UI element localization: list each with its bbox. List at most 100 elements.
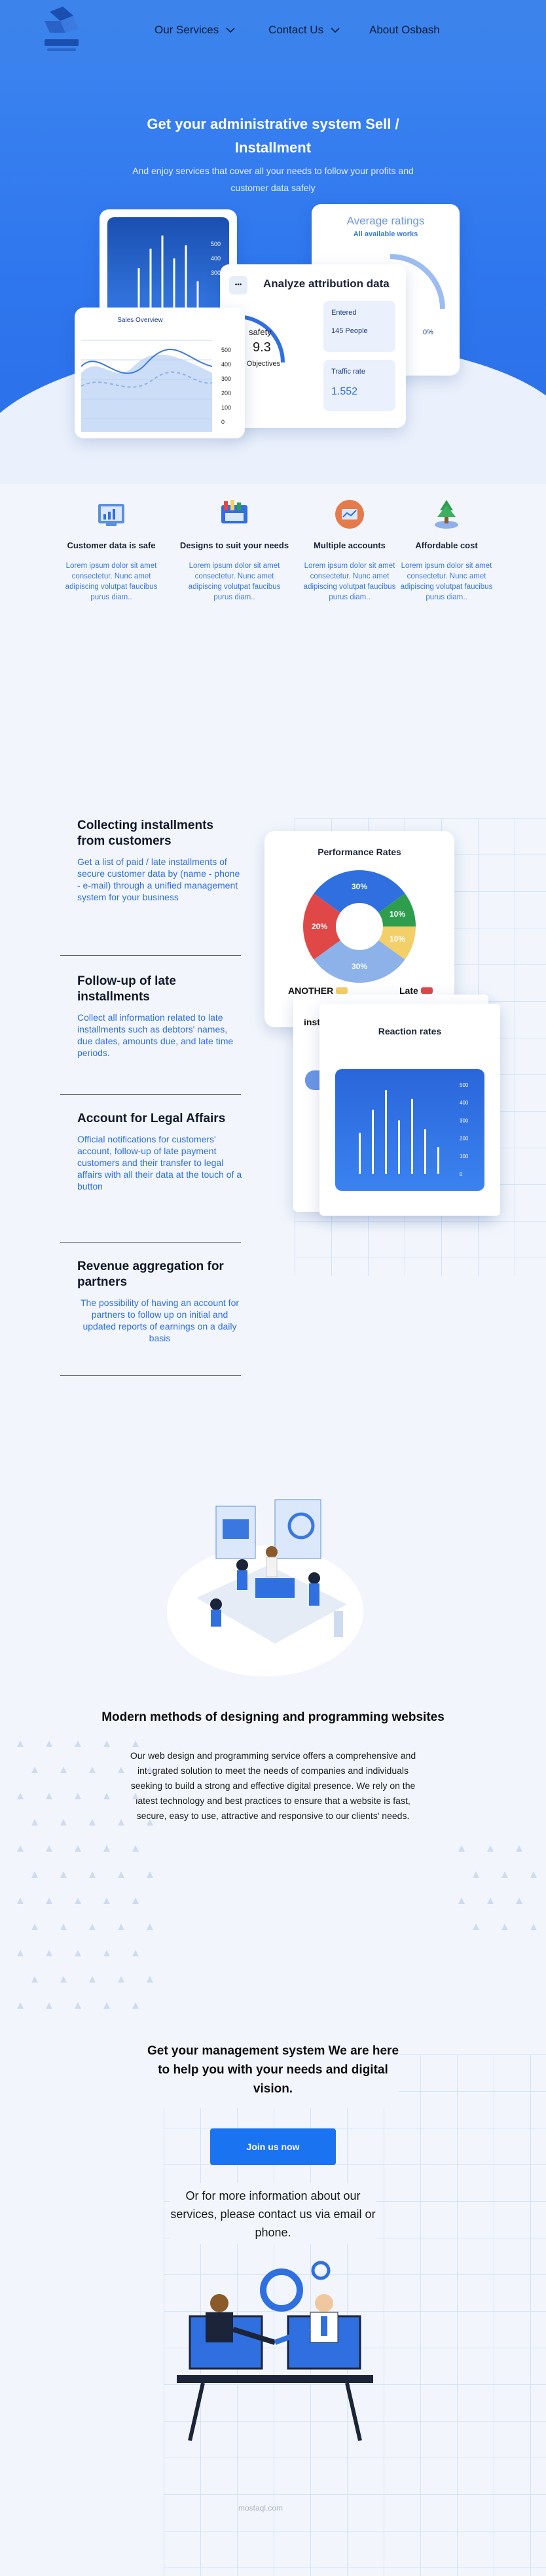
triangle-dot [147, 1819, 153, 1826]
triangle-dot [89, 1924, 96, 1930]
pie-slice [378, 893, 416, 926]
entered-label: Entered [331, 309, 357, 317]
triangle-dot [60, 1976, 67, 1983]
triangle-dot [103, 1793, 110, 1799]
nav-about[interactable]: About Osbash [369, 24, 440, 37]
triangle-dot [118, 1767, 124, 1773]
feature-title: Customer data is safe [67, 540, 156, 550]
triangle-dot [132, 1740, 139, 1747]
hero-title: Get your administrative system Sell / In… [147, 116, 399, 156]
sales-axis: 500 400 300 200 100 0 [221, 343, 231, 429]
join-us-button[interactable]: Join us now [210, 2128, 336, 2165]
follow-item-collecting: Collecting installments from customers G… [77, 818, 242, 903]
performance-pie-chart: 30%10%10%30%20% [303, 870, 416, 983]
triangle-dot [473, 1871, 479, 1878]
triangle-dot [17, 1793, 24, 1799]
triangle-dot [147, 1924, 153, 1930]
another-text: ANOTHER [288, 985, 334, 996]
reaction-bar [385, 1090, 387, 1174]
pie-label: 30% [352, 882, 367, 891]
triangle-dot [17, 1950, 24, 1956]
reaction-tick-label: 300 [460, 1118, 469, 1123]
nav-contact-label: Contact Us [268, 24, 324, 36]
item-title: Collecting installments from customers [77, 819, 213, 848]
pie-slice [314, 870, 405, 913]
triangle-dot [46, 2002, 52, 2009]
feature-text: Lorem ipsum dolor sit amet consectetur. … [188, 562, 281, 601]
triangle-dot [17, 1845, 24, 1852]
triangle-dot [501, 1924, 508, 1930]
triangle-dot [89, 1819, 96, 1826]
triangle-dot [132, 1950, 139, 1956]
triangle-dot [147, 1871, 153, 1878]
watermark: mostaql.com [238, 2503, 283, 2513]
item-text: Collect all information related to late … [77, 1012, 234, 1058]
nav-services-label: Our Services [155, 24, 219, 36]
legend-swatch [336, 987, 348, 994]
triangle-dot [60, 1871, 67, 1878]
another-label: ANOTHER [288, 985, 348, 996]
triangle-dot [89, 1767, 96, 1773]
traffic-value: 1.552 [331, 386, 358, 397]
reaction-tick-label: 0 [460, 1171, 463, 1177]
handshake-illustration [164, 2251, 386, 2447]
triangle-dot [17, 1897, 24, 1904]
feature-customer-data: Customer data is safe Lorem ipsum dolor … [52, 497, 170, 603]
pie-slice [378, 926, 416, 960]
legend-swatch [420, 987, 433, 994]
safety-label: safety [249, 327, 272, 337]
item-title: Account for Legal Affairs [77, 1112, 226, 1125]
triangle-dot [75, 1897, 81, 1904]
axis-tick: 200 [221, 390, 232, 397]
triangle-dot [516, 1897, 522, 1904]
feature-title: Multiple accounts [314, 540, 386, 550]
item-text: The possibility of having an account for… [80, 1297, 240, 1343]
nav-our-services[interactable]: Our Services [155, 24, 236, 37]
triangle-dot [132, 1845, 139, 1852]
triangle-dot [46, 1950, 52, 1956]
pie-slice [303, 893, 340, 960]
reaction-tick-label: 400 [460, 1100, 469, 1106]
safety-value: 9.3 [253, 340, 271, 355]
triangle-dot [46, 1845, 52, 1852]
triangle-dot [118, 1924, 124, 1930]
reaction-bar [359, 1133, 361, 1174]
triangle-dot [17, 2002, 24, 2009]
triangle-dot [147, 1976, 153, 1983]
ratings-title: Average ratings [346, 215, 425, 227]
triangle-dot [147, 1767, 153, 1773]
pie-slice [314, 940, 405, 983]
menu-icon[interactable]: ••• [229, 276, 247, 294]
osbash-logo[interactable] [41, 7, 82, 58]
traffic-box: Traffic rate 1.552 [323, 360, 395, 411]
late-text: Late [399, 985, 418, 996]
reaction-bar [398, 1120, 400, 1174]
attribution-card: ••• Analyze attribution data safety 9.3 … [220, 264, 406, 428]
triangle-dot [31, 1819, 38, 1826]
divider [60, 1094, 241, 1095]
divider [60, 1242, 241, 1243]
triangle-dot [487, 1897, 494, 1904]
axis-tick: 500 [221, 347, 232, 353]
hero-axis-ticks: 500 400 300 [211, 237, 221, 280]
entered-box: Entered 145 People [323, 301, 395, 352]
design-icon [217, 497, 251, 531]
triangle-dot [103, 1950, 110, 1956]
nav-about-label: About Osbash [369, 24, 440, 36]
triangle-dot [75, 1950, 81, 1956]
triangle-dot [60, 1819, 67, 1826]
triangle-dot [60, 1767, 67, 1773]
reaction-tick-label: 500 [460, 1082, 469, 1088]
pie-label: 20% [312, 922, 327, 931]
objectives-label: Full Objectives [233, 360, 281, 368]
triangle-dot [46, 1740, 52, 1747]
cta-text-bg [170, 2183, 376, 2244]
follow-item-late: Follow-up of late installments Collect a… [77, 974, 242, 1059]
triangle-dot [103, 1897, 110, 1904]
triangle-dot [75, 1793, 81, 1799]
triangle-dot [31, 1871, 38, 1878]
axis-tick: 400 [211, 255, 221, 262]
nav-contact-us[interactable]: Contact Us [268, 24, 340, 37]
